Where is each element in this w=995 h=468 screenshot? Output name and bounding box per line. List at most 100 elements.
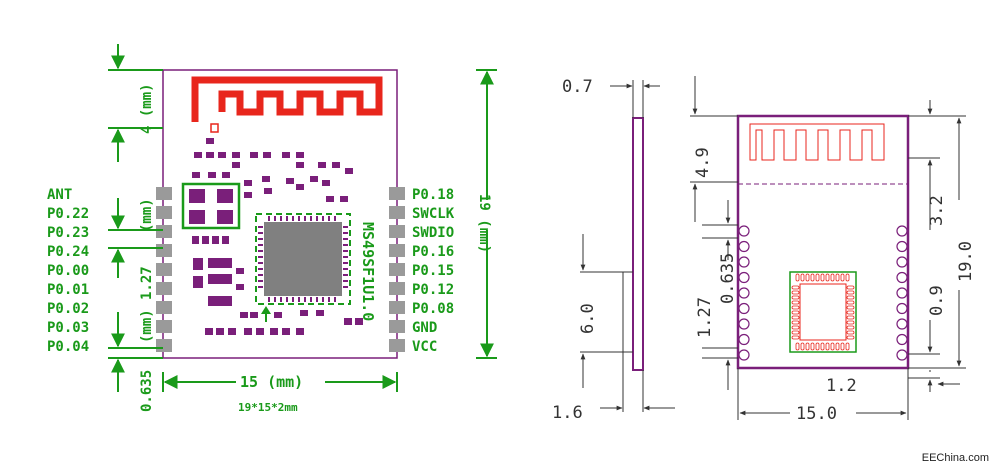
- pin-label: VCC: [412, 339, 437, 355]
- antenna-outline: [749, 123, 885, 161]
- footprint-pad: [896, 318, 908, 330]
- edge-pad: [156, 225, 172, 238]
- chip-pin: [820, 342, 825, 351]
- module-name: MS49SF1U1.0: [359, 222, 377, 321]
- dim-edge-label: 0.635: [139, 370, 155, 412]
- dim-right-top-label: 3.2: [927, 195, 947, 226]
- chip-pin: [830, 273, 835, 282]
- chip-pin: [820, 273, 825, 282]
- dim-bottom-label: 1.6: [552, 403, 583, 423]
- chip-pin: [845, 273, 850, 282]
- watermark: EEChina.com: [921, 452, 989, 464]
- dim-width-label: 15 (mm): [240, 373, 303, 391]
- footprint-pad: [738, 256, 750, 268]
- pin-label: SWDIO: [412, 225, 454, 241]
- footprint-pad: [738, 318, 750, 330]
- footprint-pad: [738, 287, 750, 299]
- pin-label: P0.02: [47, 301, 89, 317]
- mcu-pins: [258, 216, 348, 302]
- footprint-pad: [896, 287, 908, 299]
- chip-pin: [846, 315, 855, 320]
- dim-pitch-label: 1.27: [139, 266, 155, 300]
- side-profile: [632, 117, 644, 371]
- pin-label: P0.12: [412, 282, 454, 298]
- chip-pin: [840, 273, 845, 282]
- chip-pin: [795, 273, 800, 282]
- chip-pin: [791, 310, 800, 315]
- chip-pin: [805, 273, 810, 282]
- chip-pin: [795, 342, 800, 351]
- dim-width-label: 15.0: [796, 404, 837, 424]
- dim-antenna-label: 4 (mm): [139, 83, 155, 134]
- board-outline-right: [736, 114, 910, 370]
- width-dimension: [162, 372, 398, 392]
- dim-bottom-pad-label: 1.2: [826, 376, 857, 396]
- dim-height-label: 6.0: [578, 303, 598, 334]
- bottom-view: 4.9 1.27 0.635 3.2 0.9 19.0 1.2 15.0: [690, 76, 976, 424]
- side-view: 0.7 6.0 1.6: [552, 77, 675, 423]
- pin-label: P0.08: [412, 301, 454, 317]
- chip-pin: [846, 285, 855, 290]
- pin-label: P0.16: [412, 244, 454, 260]
- pin-label: P0.04: [47, 339, 89, 355]
- footprint-pad: [738, 302, 750, 315]
- chip-pin: [800, 273, 805, 282]
- left-edge-pads: [156, 187, 172, 352]
- chip-pin: [805, 342, 810, 351]
- chip-pin: [810, 342, 815, 351]
- pin-label: P0.18: [412, 187, 454, 203]
- dim-edge-label: 0.635: [718, 253, 738, 304]
- footprint-pad: [738, 271, 750, 284]
- chip-pin: [840, 342, 845, 351]
- chip-pin: [791, 305, 800, 310]
- edge-pad: [389, 301, 405, 314]
- right-pin-labels: P0.18 SWCLK SWDIO P0.16 P0.15 P0.12 P0.0…: [412, 187, 455, 355]
- edge-pad: [156, 206, 172, 219]
- pin-label: SWCLK: [412, 206, 455, 222]
- footprint-pad: [896, 240, 908, 253]
- chip-pin: [791, 320, 800, 325]
- chip-pin: [846, 310, 855, 315]
- footprint-pad: [738, 333, 750, 346]
- chip-footprint: [789, 271, 857, 353]
- edge-pad: [156, 320, 172, 333]
- dim-edge-unit: (mm): [139, 309, 155, 343]
- crystal: [181, 182, 241, 230]
- dim-total-height-label: 19.0: [956, 241, 976, 282]
- footprint-pad: [896, 349, 908, 361]
- chip-pin: [846, 335, 855, 340]
- dim-right-bottom-label: 0.9: [927, 285, 947, 316]
- footprint-pad: [896, 333, 908, 346]
- pin-label: P0.23: [47, 225, 89, 241]
- pin-label: P0.15: [412, 263, 454, 279]
- pin-label: P0.24: [47, 244, 89, 260]
- footprint-pad: [896, 256, 908, 268]
- chip-pin: [845, 342, 850, 351]
- chip-pin: [810, 273, 815, 282]
- edge-pad: [389, 339, 405, 352]
- chip-pin: [846, 325, 855, 330]
- footprint-pad: [896, 302, 908, 315]
- chip-pin: [846, 320, 855, 325]
- chip-pin: [791, 290, 800, 295]
- edge-pad: [156, 244, 172, 257]
- pin-label: P0.03: [47, 320, 89, 336]
- chip-pin: [830, 342, 835, 351]
- chip-pin: [825, 273, 830, 282]
- dim-thickness-label: 0.7: [562, 77, 593, 97]
- pin-label: ANT: [47, 187, 72, 203]
- right-edge-pads: [389, 187, 405, 352]
- footprint-pad: [738, 240, 750, 253]
- footprint-pad: [896, 271, 908, 284]
- size-caption: 19*15*2mm: [238, 401, 298, 414]
- bottom-right-pads: [896, 225, 908, 361]
- chip-pin: [791, 300, 800, 305]
- footprint-pad: [738, 349, 750, 361]
- edge-pad: [389, 206, 405, 219]
- edge-pad: [156, 187, 172, 200]
- chip-pin: [815, 342, 820, 351]
- edge-pad: [156, 263, 172, 276]
- footprint-pad: [738, 225, 750, 237]
- chip-pin: [791, 330, 800, 335]
